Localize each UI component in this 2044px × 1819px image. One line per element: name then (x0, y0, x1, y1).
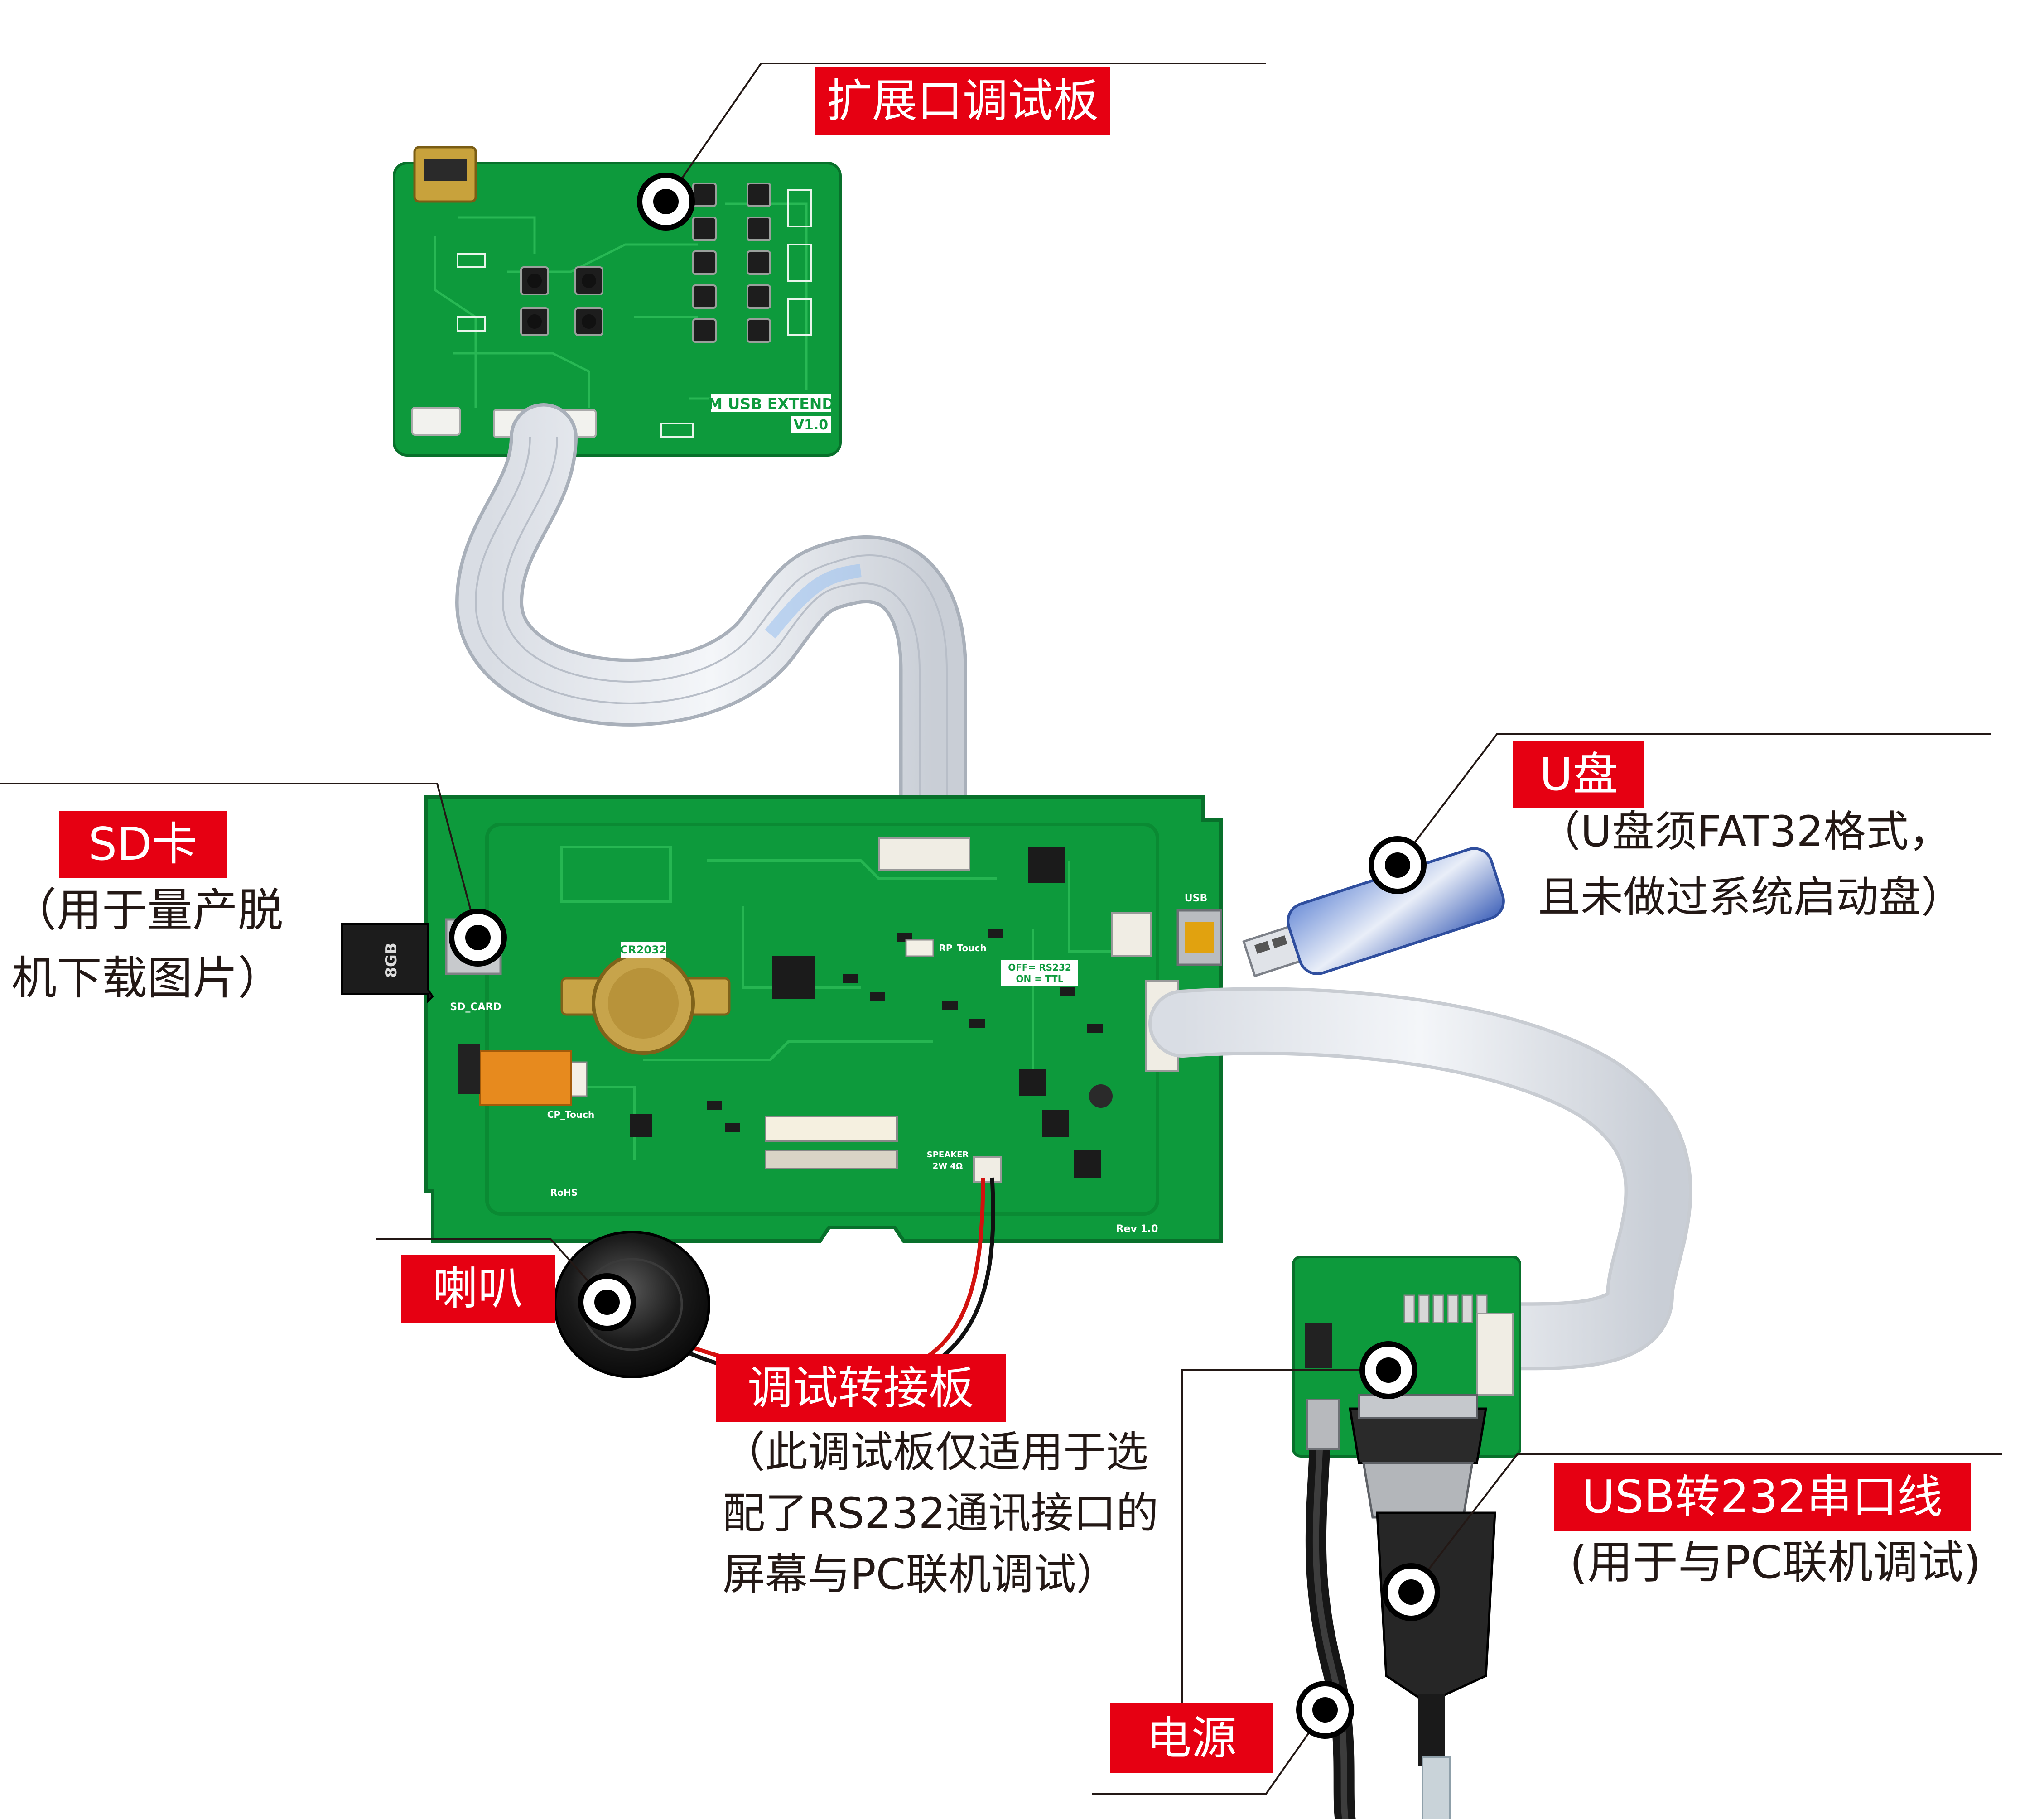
usb-serial-note-line1: (用于与PC联机调试) (1570, 1536, 1981, 1589)
marker-sd (449, 909, 507, 967)
main-rev-silk: Rev 1.0 (1116, 1223, 1158, 1235)
marker-dots (449, 173, 1440, 1739)
serial-mode-silk: OFF= RS232 (1008, 962, 1071, 973)
leader-usb232 (1410, 1453, 2002, 1593)
marker-udisk (1369, 836, 1427, 894)
rp-touch-silk: RP_Touch (939, 943, 986, 953)
serial-mode2-silk: ON = TTL (1016, 973, 1064, 984)
marker-adapter (1359, 1341, 1417, 1399)
u-disk (1242, 847, 1505, 977)
power-label: 电源 (1110, 1703, 1273, 1773)
cp-touch-silk: CP_Touch (547, 1109, 594, 1120)
sd-card-label: SD卡 (59, 811, 227, 878)
u-disk-label: U盘 (1513, 741, 1644, 808)
main-display-board: CR2032 CP_Touch RP_Touch SD_CARD (424, 795, 1223, 1243)
usb-port-silk: USB (1185, 893, 1207, 904)
usb-232-cable (1376, 1511, 1496, 1819)
extend-board-silk: M USB EXTEND (708, 395, 834, 413)
leader-adapter (1181, 1369, 1388, 1762)
u-disk-note-line2: 且未做过系统启动盘） (1538, 873, 1964, 922)
debug-adapter-label: 调试转接板 (716, 1354, 1006, 1422)
leader-expansion (665, 63, 1266, 202)
leader-lines (0, 63, 2002, 1795)
serial-ribbon-cable (1148, 987, 1692, 1371)
speaker-spec-silk: 2W 4Ω (933, 1161, 963, 1171)
speaker-port-silk: SPEAKER (927, 1150, 969, 1160)
debug-adapter-note-line2: 配了RS232通讯接口的 (723, 1489, 1159, 1538)
leader-power (1092, 1709, 1326, 1795)
sd-slot-silk: SD_CARD (450, 1001, 501, 1013)
rohs-silk: RoHS (550, 1187, 578, 1198)
debug-adapter-note-line1: （此调试板仅适用于选 (723, 1428, 1149, 1477)
sd-card-note-line2: 机下载图片） (11, 952, 283, 1005)
usb-serial-label: USB转232串口线 (1554, 1463, 1971, 1531)
sd-card-size: 8GB (382, 943, 400, 977)
extend-version-silk: V1.0 (794, 417, 828, 433)
marker-power (1296, 1681, 1354, 1739)
leader-udisk (1397, 733, 1991, 866)
cr2032-silk: CR2032 (620, 943, 667, 956)
ribbon-cable-top (455, 403, 967, 863)
marker-expansion (637, 173, 695, 231)
marker-speaker (578, 1273, 636, 1331)
expansion-debug-board: M USB EXTEND V1.0 (393, 146, 842, 457)
leader-sd (0, 783, 479, 938)
expansion-board-label: 扩展口调试板 (815, 67, 1110, 135)
sd-card: 8GB (341, 923, 434, 1003)
marker-usb232 (1382, 1563, 1440, 1621)
debug-adapter-note-line3: 屏幕与PC联机调试） (723, 1550, 1119, 1599)
power-cable (1305, 1399, 1356, 1819)
sd-card-note-line1: （用于量产脱 (11, 884, 283, 937)
u-disk-note-line1: （U盘须FAT32格式， (1538, 807, 1952, 857)
speaker-label: 喇叭 (401, 1255, 555, 1323)
